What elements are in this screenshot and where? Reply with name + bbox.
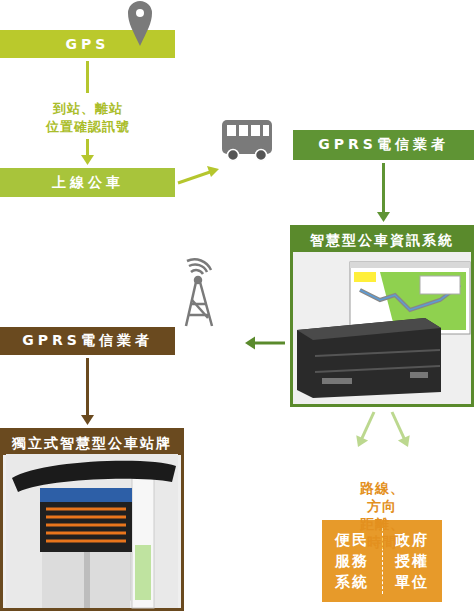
- box-heading: 智慧型公車資訊系統: [293, 228, 471, 252]
- server-illustration: [297, 318, 441, 398]
- antenna-tower-icon: [187, 259, 211, 270]
- bus-stop-sign-illustration: [46, 508, 126, 511]
- arrow-head: [245, 337, 255, 350]
- software-screenshot: [350, 262, 470, 334]
- gps-pin-icon: [128, 1, 152, 46]
- user-box: 便民 服務 系統政府 授權 單位: [322, 520, 442, 602]
- bus-stop-sign-illustration: [112, 550, 130, 600]
- antenna-tower-icon: [189, 314, 209, 317]
- connector-line: [382, 163, 385, 214]
- arrow-head: [356, 435, 368, 447]
- gps-pin-icon: [128, 1, 152, 46]
- bus-arrow: [178, 172, 210, 183]
- node-label: 上線公車: [52, 174, 124, 192]
- system-box: 智慧型公車資訊系統: [290, 225, 474, 407]
- antenna-tower-icon: [189, 264, 207, 272]
- bus-band: 上線公車: [0, 168, 175, 197]
- software-screenshot: [380, 272, 466, 330]
- node-label: 便民 服務 系統: [335, 530, 369, 593]
- server-illustration: [315, 350, 440, 356]
- connector-line: [361, 412, 374, 440]
- connector-arrow: [356, 412, 410, 447]
- antenna-tower-icon: [191, 270, 203, 274]
- server-illustration: [297, 318, 441, 398]
- bus-stop-sign-illustration: [46, 509, 126, 541]
- bus-stop-sign-illustration: [135, 545, 151, 600]
- bus-icon: [251, 125, 260, 136]
- software-screenshot: [360, 285, 460, 310]
- bus-arrow: [207, 166, 219, 177]
- bus-stop-sign-illustration: [46, 516, 126, 519]
- connector-line: [392, 412, 405, 440]
- antenna-tower-icon: [192, 300, 208, 318]
- antenna-tower-icon: [191, 303, 207, 306]
- bus-stop-sign-illustration: [12, 461, 176, 492]
- connector-arrow: [81, 358, 94, 425]
- bus-icon: [222, 120, 272, 161]
- bus-arrow: [178, 166, 219, 183]
- connector-line: [253, 342, 285, 345]
- bus-icon: [227, 125, 236, 136]
- bus-stop-sign-illustration: [6, 454, 178, 608]
- bus-icon: [239, 125, 248, 136]
- telecom-band: GPRS電信業者: [0, 327, 175, 355]
- software-screenshot: [350, 262, 470, 268]
- server-illustration: [322, 378, 352, 384]
- edge-label: 到站、離站 位置確認訊號: [46, 100, 130, 136]
- arrow-head: [81, 415, 94, 425]
- software-screenshot: [354, 272, 376, 282]
- bus-stop-sign-illustration: [6, 454, 178, 608]
- bus-stop-sign-illustration: [46, 532, 126, 535]
- bus-stop-box: 獨立式智慧型公車站牌: [0, 428, 184, 611]
- antenna-tower-icon: [186, 259, 212, 326]
- bus-icon: [256, 150, 267, 161]
- edge-label-box: 到站、離站 位置確認訊號: [46, 100, 130, 136]
- server-illustration: [410, 372, 428, 378]
- bus-stop-sign-illustration: [132, 478, 154, 608]
- bus-stop-sign-illustration: [84, 552, 90, 608]
- connector-line: [86, 139, 89, 157]
- bus-icon: [263, 125, 269, 136]
- arrow-head: [81, 155, 94, 165]
- server-illustration: [315, 366, 440, 372]
- antenna-tower-icon: [195, 277, 201, 283]
- bus-stop-sign-illustration: [42, 552, 130, 608]
- gps-pin-icon: [136, 9, 144, 17]
- connector-line: [86, 61, 89, 93]
- connector-line: [86, 358, 89, 417]
- arrow-head: [377, 212, 390, 222]
- arrow-head: [398, 435, 410, 447]
- antenna-tower-icon: [186, 282, 196, 326]
- box-heading: 獨立式智慧型公車站牌: [3, 431, 181, 455]
- software-screenshot: [350, 262, 470, 334]
- connector-arrow: [245, 337, 285, 350]
- connector-arrow: [377, 163, 390, 222]
- bus-stop-sign-illustration: [40, 502, 132, 552]
- software-screenshot: [420, 276, 460, 294]
- bus-stop-sign-illustration: [46, 524, 126, 527]
- antenna-tower-icon: [200, 282, 212, 326]
- bus-stop-sign-illustration: [46, 540, 126, 543]
- node-label: GPRS電信業者: [22, 332, 153, 350]
- server-illustration: [297, 318, 441, 340]
- column: 便民 服務 系統: [322, 528, 382, 594]
- gps-band: GPS: [0, 30, 175, 58]
- node-label: 政府 授權 單位: [395, 530, 429, 593]
- bus-stop-sign-illustration: [40, 488, 132, 502]
- bus-icon: [228, 150, 239, 161]
- software-screenshot: [360, 285, 460, 310]
- bus-icon: [222, 120, 272, 154]
- node-label: GPRS電信業者: [318, 136, 449, 154]
- connector-arrow: [81, 61, 94, 165]
- node-label: GPS: [66, 36, 110, 52]
- telecom-band: GPRS電信業者: [293, 130, 474, 160]
- column: 政府 授權 單位: [382, 528, 443, 594]
